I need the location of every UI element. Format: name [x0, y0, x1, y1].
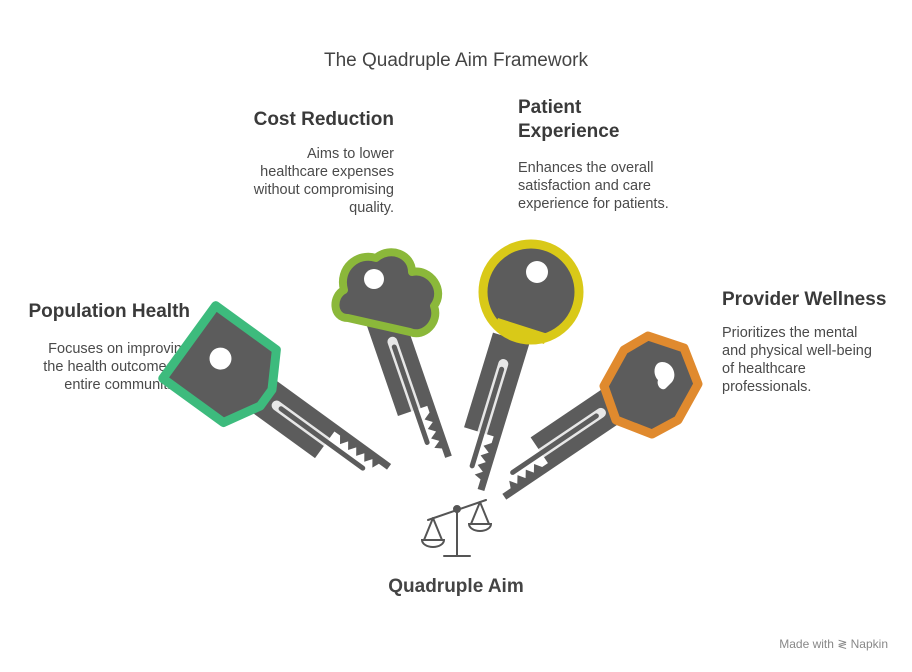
population-health-description-line: entire communities.: [64, 377, 190, 393]
provider-wellness-description-line: of healthcare: [722, 361, 806, 377]
patient-experience-description-line: experience for patients.: [518, 196, 669, 212]
cost-reduction-description: Aims to lower healthcare expenses withou…: [254, 145, 394, 217]
population-health-description-line: Focuses on improving: [48, 341, 190, 357]
cost-reduction-heading: Cost Reduction: [253, 109, 394, 130]
page-title: The Quadruple Aim Framework: [324, 50, 588, 71]
patient-experience-description-line: satisfaction and care: [518, 178, 651, 194]
made-with-napkin-footer[interactable]: Made with ≷ Napkin: [779, 637, 888, 651]
key-icon: [502, 382, 634, 500]
cost-reduction-description-line: healthcare expenses: [260, 164, 394, 180]
provider-wellness-description-line: Prioritizes the mental: [722, 325, 858, 341]
patient-experience-description-line: Enhances the overall: [518, 160, 654, 176]
key-head: [331, 248, 443, 338]
key-icon: [158, 301, 392, 476]
key-icon: [464, 332, 530, 492]
population-health-heading: Population Health: [28, 301, 191, 322]
key-icon: [365, 310, 452, 458]
provider-wellness-description-line: and physical well-being: [722, 343, 872, 359]
patient-experience-heading: Patient Experience: [518, 97, 620, 142]
population-health-description-line: the health outcomes of: [43, 359, 190, 375]
cost-reduction-description-line: Aims to lower: [306, 146, 394, 162]
cost-reduction-description-line: quality.: [349, 200, 394, 216]
center-label: Quadruple Aim: [388, 576, 524, 597]
provider-wellness-heading: Provider Wellness: [722, 289, 887, 310]
balance-scale-icon: [420, 499, 493, 557]
provider-wellness-description: Prioritizes the mental and physical well…: [722, 324, 872, 396]
cost-reduction-description-line: without compromising: [253, 182, 394, 198]
provider-wellness-description-line: professionals.: [722, 379, 812, 395]
patient-experience-description: Enhances the overall satisfaction and ca…: [518, 159, 669, 213]
population-health-description: Focuses on improving the health outcomes…: [43, 340, 190, 394]
